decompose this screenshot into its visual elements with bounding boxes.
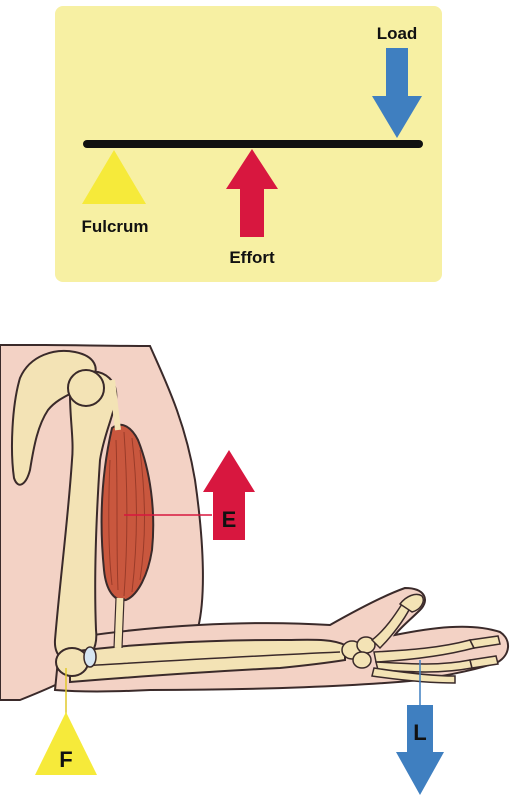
arm-diagram: E L F [0, 344, 509, 795]
elbow-cartilage [83, 646, 97, 668]
hand-bones [341, 593, 501, 684]
load-arrow [372, 48, 422, 138]
humeral-head [67, 369, 105, 407]
lever-diagram: Load Fulcrum Effort [55, 6, 442, 282]
elbow-joint [55, 647, 89, 677]
biceps-muscle [100, 423, 155, 602]
fulcrum-triangle [82, 150, 146, 204]
arm-load-arrow [396, 705, 444, 795]
load-marker: L [413, 720, 426, 745]
forearm-bone-line [79, 651, 341, 667]
fulcrum-marker: F [59, 747, 72, 772]
effort-marker: E [222, 507, 237, 532]
arm-fulcrum-triangle [35, 712, 97, 775]
arm-effort-arrow [203, 450, 255, 540]
fulcrum-label: Fulcrum [81, 217, 148, 236]
forearm-bones [69, 638, 346, 684]
biceps-tendon-top [109, 379, 121, 431]
effort-label: Effort [229, 248, 275, 267]
biceps-tendon-bottom-outline [113, 597, 125, 649]
load-label: Load [377, 24, 418, 43]
biceps-tendon-bottom [114, 597, 124, 649]
effort-arrow [226, 149, 278, 237]
